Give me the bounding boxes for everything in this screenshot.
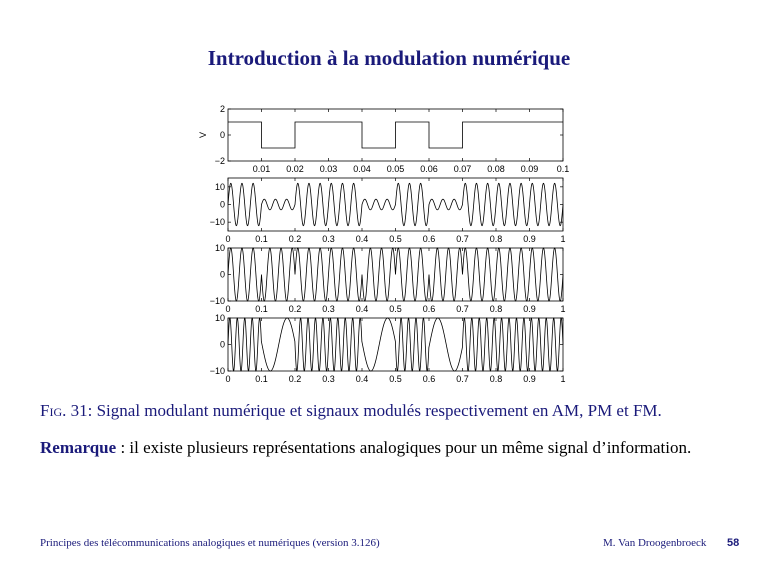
y-tick-label: −10 [210, 366, 225, 376]
x-tick-label: 0.06 [420, 164, 438, 174]
y-tick-label: −10 [210, 296, 225, 306]
y-tick-label: 0 [220, 130, 225, 140]
x-tick-label: 0.7 [456, 374, 469, 384]
x-tick-label: 0.04 [353, 164, 371, 174]
x-tick-label: 0.2 [289, 374, 302, 384]
remark-label: Remarque [40, 438, 117, 457]
x-tick-label: 0.3 [322, 304, 335, 314]
x-tick-label: 0.4 [356, 374, 369, 384]
x-tick-label: 0.7 [456, 304, 469, 314]
x-tick-label: 0.2 [289, 304, 302, 314]
signal-line-2 [227, 182, 564, 227]
x-tick-label: 0.3 [322, 374, 335, 384]
x-tick-label: 0.08 [487, 164, 505, 174]
page-number: 58 [727, 537, 740, 549]
modulation-figure: 0.01 0.02 0.03 0.04 0.05 0.06 0.07 0.08 0.09 0.1 2… [198, 104, 570, 384]
x-tick-label: 0.1 [255, 234, 268, 244]
x-tick-label: 0.7 [456, 234, 469, 244]
y-tick-label: 0 [220, 200, 225, 210]
x-tick-label: 0.5 [389, 304, 402, 314]
caption-text: Signal modulant numérique et signaux mod… [92, 401, 662, 420]
y-tick-label: 0 [220, 270, 225, 280]
x-tick-label: 0.9 [523, 374, 536, 384]
x-tick-label: 0.3 [322, 234, 335, 244]
x-tick-label: 0.4 [356, 304, 369, 314]
x-tick-label: 0.4 [356, 234, 369, 244]
x-tick-label: 0.9 [523, 304, 536, 314]
y-tick-label: 2 [220, 104, 225, 114]
x-tick-label: 0.02 [286, 164, 304, 174]
x-tick-label: 0 [225, 234, 230, 244]
x-tick-label: 0.8 [490, 234, 503, 244]
x-tick-label: 0.6 [423, 234, 436, 244]
caption-prefix: Fig. 31: [40, 401, 93, 420]
y-axis-label: V [198, 132, 208, 138]
remark: Remarque : il existe plusieurs représent… [40, 436, 740, 460]
x-tick-label: 0.5 [389, 234, 402, 244]
page-title: Introduction à la modulation numérique [207, 46, 571, 70]
signal-line-4 [227, 317, 564, 372]
footer-course-title: Principes des télécommunications analogi… [40, 537, 380, 549]
x-tick-label: 0.09 [521, 164, 539, 174]
x-tick-label: 0.2 [289, 234, 302, 244]
x-tick-label: 0.8 [490, 374, 503, 384]
x-tick-label: 0 [225, 374, 230, 384]
x-tick-label: 0.6 [423, 304, 436, 314]
figure-caption: Fig. 31: Signal modulant numérique et si… [40, 401, 760, 421]
x-tick-label: 1 [560, 234, 565, 244]
x-tick-label: 1 [560, 304, 565, 314]
y-tick-label: −10 [210, 217, 225, 227]
x-tick-label: 0.5 [389, 374, 402, 384]
y-tick-label: 10 [215, 182, 225, 192]
y-tick-label: 10 [215, 313, 225, 323]
x-tick-label: 0.6 [423, 374, 436, 384]
x-tick-label: 0.1 [255, 304, 268, 314]
y-tick-label: −2 [215, 156, 225, 166]
x-tick-label: 0.1 [255, 374, 268, 384]
x-tick-label: 0.1 [557, 164, 570, 174]
x-tick-label: 0.03 [320, 164, 338, 174]
x-tick-label: 0.05 [387, 164, 405, 174]
signal-line-1 [228, 121, 563, 149]
remark-text: : il existe plusieurs représentations an… [116, 438, 692, 457]
x-tick-label: 0.07 [454, 164, 472, 174]
footer-author: M. Van Droogenbroeck [603, 537, 707, 549]
x-tick-label: 0 [225, 304, 230, 314]
y-tick-label: 10 [215, 243, 225, 253]
x-tick-label: 0.01 [253, 164, 271, 174]
y-tick-label: 0 [220, 340, 225, 350]
x-tick-label: 1 [560, 374, 565, 384]
signal-line-3 [227, 247, 564, 302]
x-tick-label: 0.8 [490, 304, 503, 314]
x-tick-label: 0.9 [523, 234, 536, 244]
